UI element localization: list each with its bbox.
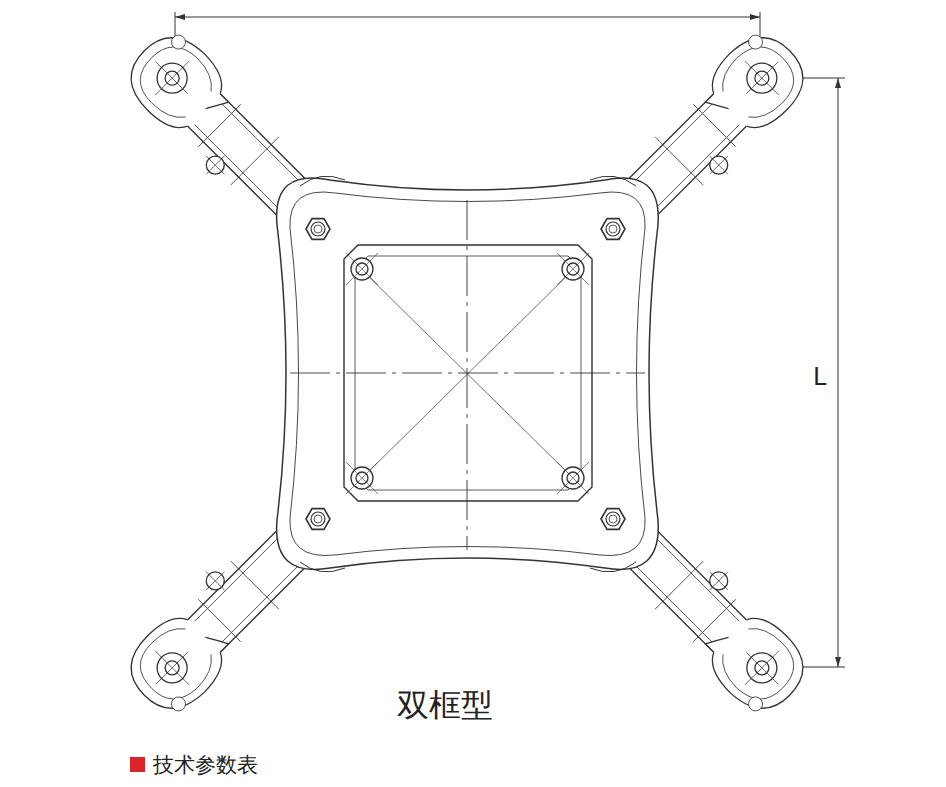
dimension-label: L [811,363,828,391]
section-heading: 技术参数表 [153,755,258,776]
figure-caption: 双框型 [397,689,493,721]
red-bullet [130,757,145,772]
